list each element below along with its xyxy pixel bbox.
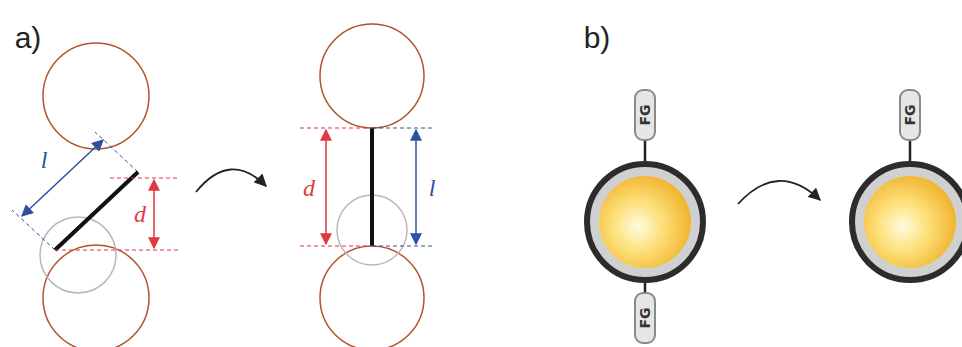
nanoparticle-two-ligands: [587, 140, 703, 296]
nanoparticle-one-ligand: [852, 140, 962, 280]
panel-label: b): [584, 23, 611, 53]
transition-arrow: [196, 169, 266, 192]
ligand-tag: FG: [899, 89, 921, 141]
ligand-label: FG: [638, 104, 652, 125]
ligand-label: FG: [638, 307, 652, 328]
ligand-label: FG: [903, 104, 917, 125]
transition-arrow: [738, 181, 820, 204]
length-symbol: l: [41, 148, 48, 172]
length-symbol: l: [429, 176, 436, 200]
particle-pair-tilted: [12, 43, 178, 347]
ligand-tag: FG: [634, 292, 656, 344]
particle-pair-aligned: [300, 24, 432, 347]
distance-symbol: d: [303, 176, 315, 200]
ligand-tag: FG: [634, 89, 656, 141]
panel-label: a): [15, 23, 42, 53]
distance-symbol: d: [134, 202, 146, 226]
